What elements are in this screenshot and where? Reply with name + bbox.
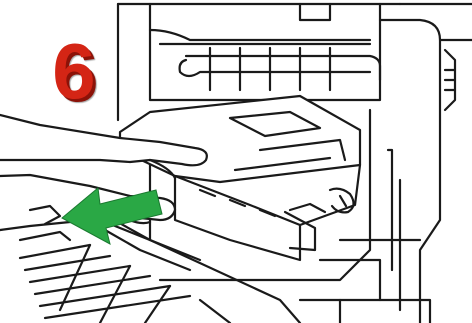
step-number: 6 [42,30,106,112]
toner-cartridge-icon [120,96,360,260]
